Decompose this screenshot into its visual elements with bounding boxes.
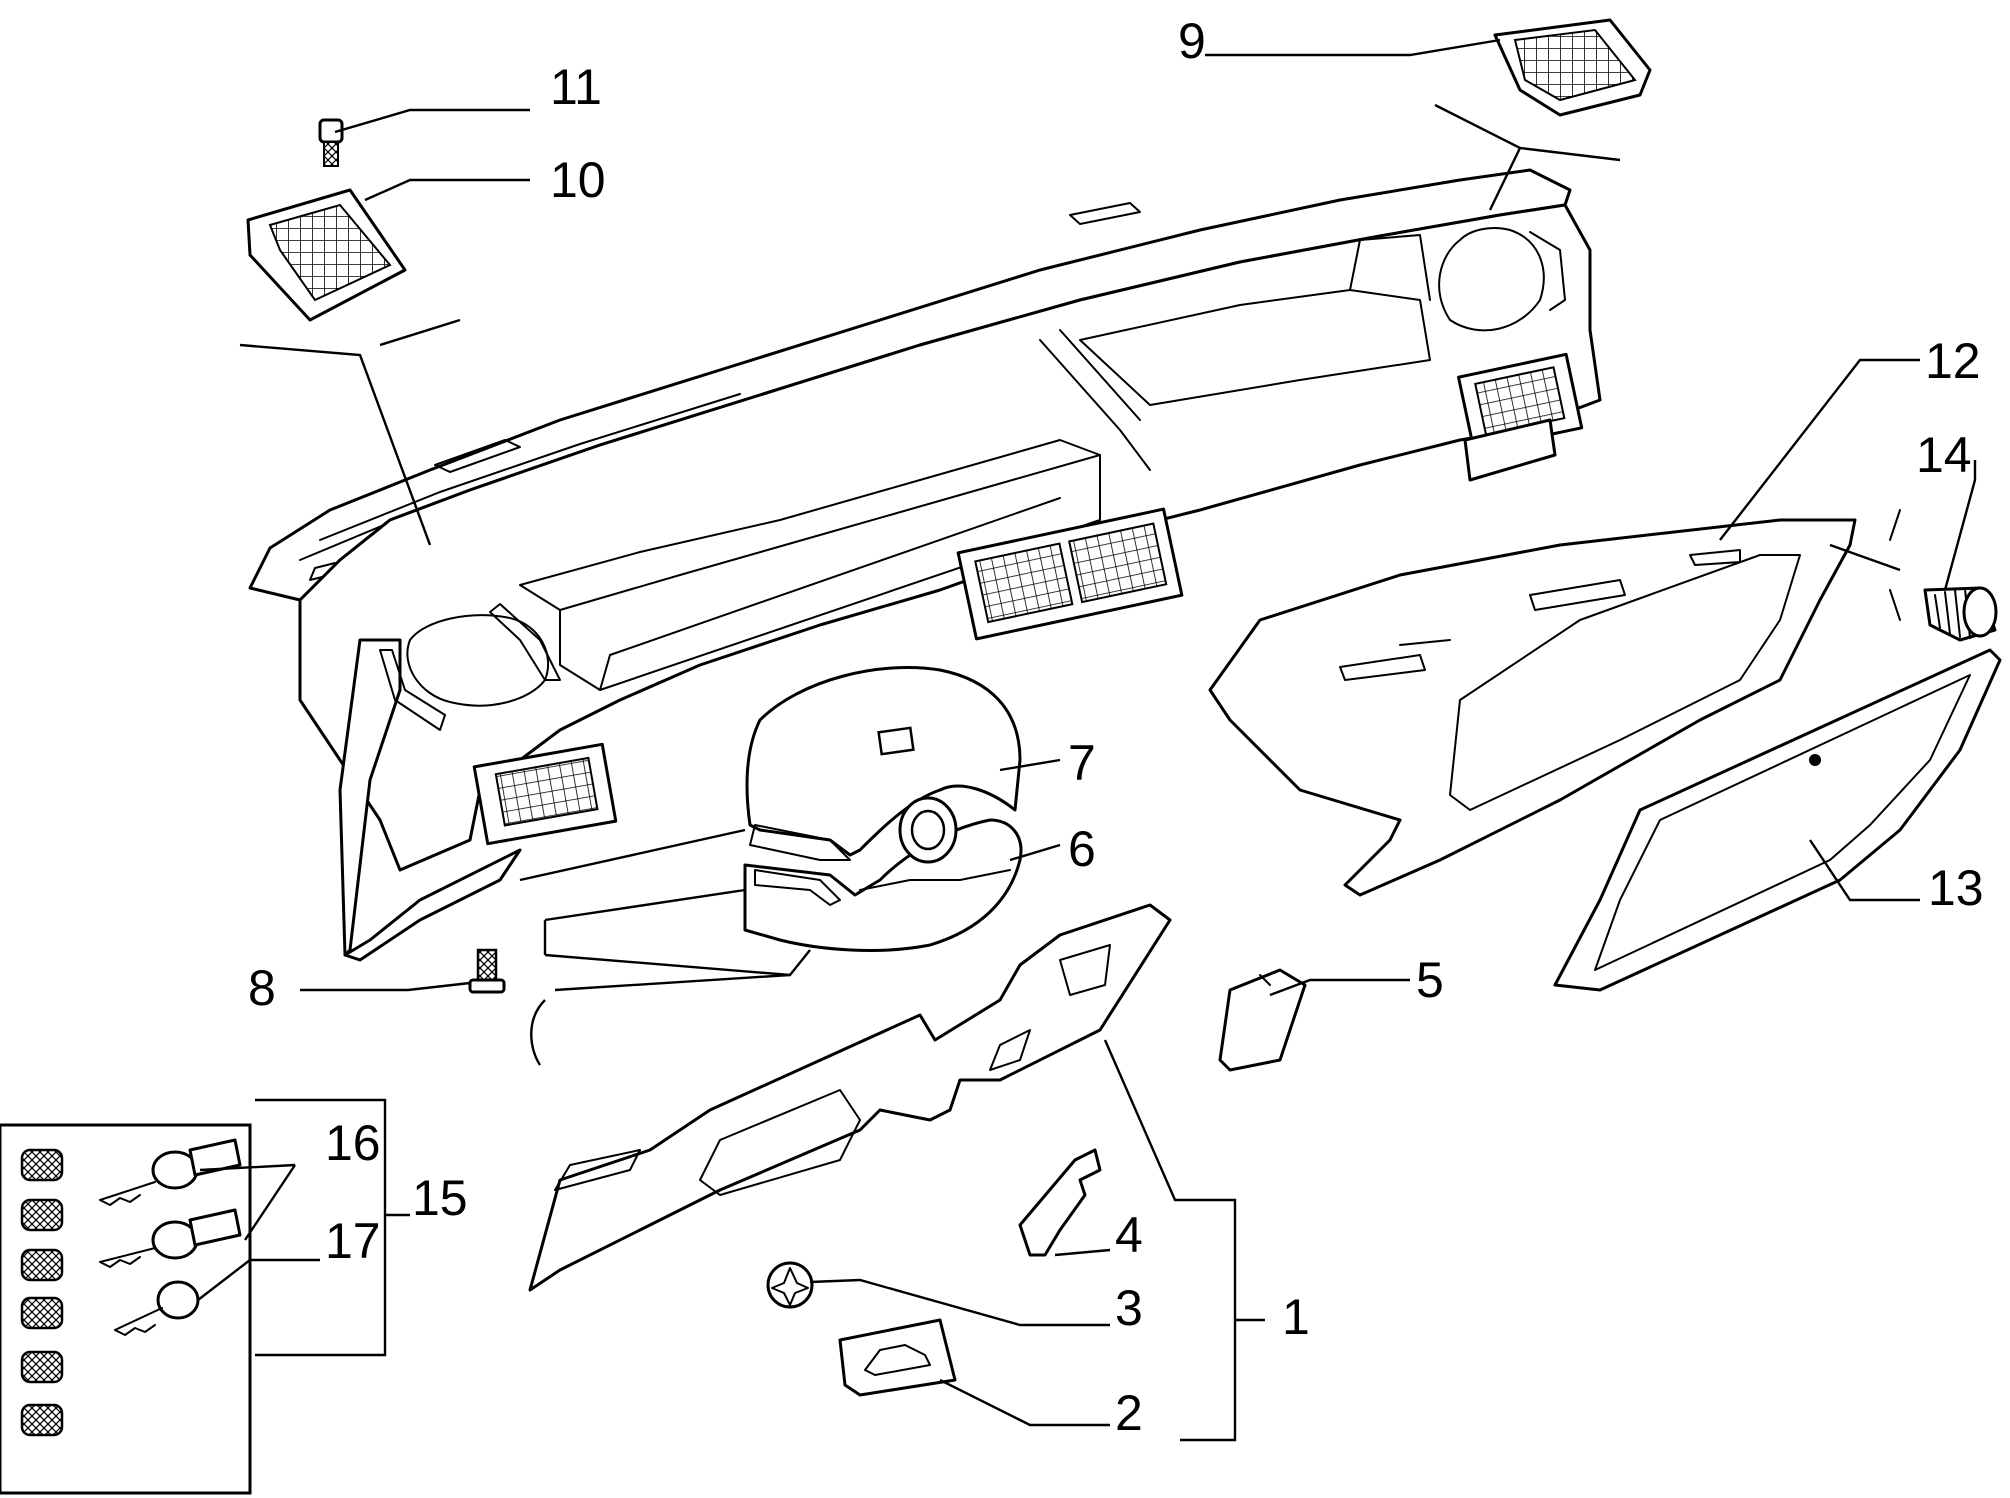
callout-12: 12	[1925, 333, 1981, 389]
glove-box-lid	[1553, 648, 2002, 992]
callout-2: 2	[1115, 1385, 1143, 1441]
glove-box-shell	[1208, 518, 1857, 897]
lower-steering-shroud	[743, 796, 1023, 952]
callout-7: 7	[1068, 735, 1096, 791]
ribbed-knob	[1889, 509, 1998, 642]
key-plain	[114, 1280, 200, 1336]
callout-9: 9	[1178, 13, 1206, 69]
leader-lines	[197, 38, 1977, 1442]
callout-1: 1	[1282, 1289, 1310, 1345]
callout-13: 13	[1928, 860, 1984, 916]
round-clip	[766, 1261, 814, 1309]
callout-8: 8	[248, 960, 276, 1016]
callout-4: 4	[1115, 1207, 1143, 1263]
callout-10: 10	[550, 152, 606, 208]
lock-kit-box	[0, 1123, 252, 1495]
callout-14: 14	[1916, 427, 1972, 483]
clip	[1018, 1148, 1102, 1257]
top-grille-cover-right	[1493, 18, 1652, 117]
screw	[468, 948, 506, 994]
small-cover	[1218, 968, 1307, 1072]
top-grille-cover-left	[246, 188, 407, 322]
lower-trim-panel	[528, 903, 1172, 1292]
callout-16: 16	[325, 1115, 381, 1171]
callout-11: 11	[550, 59, 602, 115]
keys-with-tag	[99, 1138, 242, 1268]
callout-labels: 1 2 3 4 5 6 7 8 9 10 11 12 13 14 15 16 1…	[248, 13, 1984, 1441]
callout-15: 15	[412, 1170, 468, 1226]
trunk-release-switch	[838, 1318, 957, 1397]
lock-cylinders	[20, 1148, 64, 1437]
callout-3: 3	[1115, 1280, 1143, 1336]
callout-17: 17	[325, 1213, 381, 1269]
dashboard-panel	[248, 168, 1602, 962]
upper-steering-shroud	[745, 666, 1022, 861]
bolt	[318, 118, 344, 167]
callout-6: 6	[1068, 821, 1096, 877]
callout-5: 5	[1416, 952, 1444, 1008]
